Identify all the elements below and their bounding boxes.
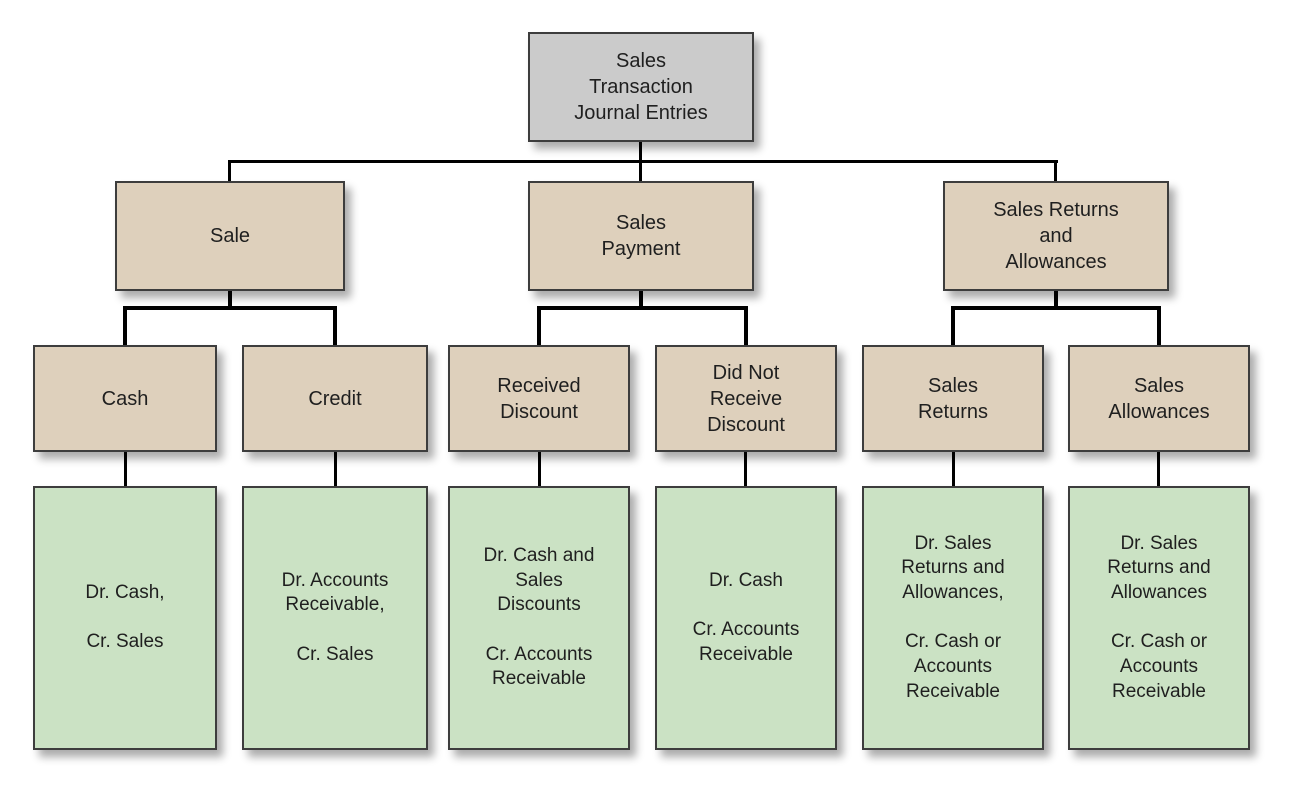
node-credit: Credit bbox=[242, 345, 428, 452]
entry-credit-sale: Dr. Accounts Receivable, Cr. Sales bbox=[242, 486, 428, 750]
connector-drop-cash bbox=[123, 306, 127, 345]
node-sale: Sale bbox=[115, 181, 345, 291]
node-cash: Cash bbox=[33, 345, 217, 452]
entry-received-discount: Dr. Cash and Sales Discounts Cr. Account… bbox=[448, 486, 630, 750]
connector-credit-entry bbox=[334, 452, 337, 486]
connector-received-discount-entry bbox=[538, 452, 541, 486]
connector-drop-sales-returns bbox=[951, 306, 955, 345]
connector-drop-sale bbox=[228, 160, 231, 181]
node-sales-payment: Sales Payment bbox=[528, 181, 754, 291]
node-sales-transaction-journal-entries: Sales Transaction Journal Entries bbox=[528, 32, 754, 142]
connector-sales-returns-entry bbox=[952, 452, 955, 486]
connector-level1-horizontal bbox=[228, 160, 1058, 163]
connector-drop-sales-allowances bbox=[1157, 306, 1161, 345]
node-sales-returns: Sales Returns bbox=[862, 345, 1044, 452]
connector-sale-horizontal bbox=[123, 306, 337, 310]
node-sales-allowances: Sales Allowances bbox=[1068, 345, 1250, 452]
entry-cash-sale: Dr. Cash, Cr. Sales bbox=[33, 486, 217, 750]
connector-cash-entry bbox=[124, 452, 127, 486]
node-sales-returns-and-allowances: Sales Returns and Allowances bbox=[943, 181, 1169, 291]
entry-sales-allowances: Dr. Sales Returns and Allowances Cr. Cas… bbox=[1068, 486, 1250, 750]
entry-did-not-receive-discount: Dr. Cash Cr. Accounts Receivable bbox=[655, 486, 837, 750]
connector-did-not-receive-discount-entry bbox=[744, 452, 747, 486]
connector-sales-returns-allowances-horizontal bbox=[951, 306, 1161, 310]
entry-sales-returns: Dr. Sales Returns and Allowances, Cr. Ca… bbox=[862, 486, 1044, 750]
connector-sales-payment-horizontal bbox=[537, 306, 748, 310]
node-received-discount: Received Discount bbox=[448, 345, 630, 452]
connector-drop-received-discount bbox=[537, 306, 541, 345]
connector-sales-payment-stem bbox=[639, 291, 643, 310]
node-did-not-receive-discount: Did Not Receive Discount bbox=[655, 345, 837, 452]
connector-drop-sales-returns-allowances bbox=[1054, 160, 1057, 181]
connector-drop-credit bbox=[333, 306, 337, 345]
connector-drop-did-not-receive-discount bbox=[744, 306, 748, 345]
connector-sales-returns-allowances-stem bbox=[1054, 291, 1058, 310]
connector-sale-stem bbox=[228, 291, 232, 310]
connector-sales-allowances-entry bbox=[1157, 452, 1160, 486]
